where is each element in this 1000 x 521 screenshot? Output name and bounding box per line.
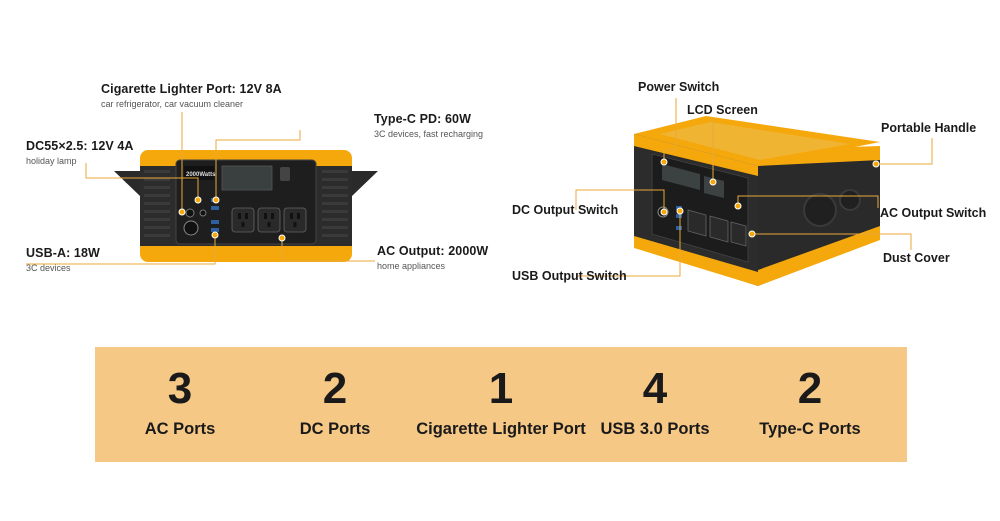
- callout-title: DC55×2.5: 12V 4A: [26, 139, 134, 153]
- stat-cigarette-lighter-port: 1 Cigarette Lighter Port: [416, 347, 586, 439]
- stat-dc-ports: 2 DC Ports: [250, 347, 420, 439]
- callout-subtitle: home appliances: [377, 261, 446, 271]
- stat-ac-ports: 3 AC Ports: [95, 347, 265, 439]
- cigarette-lighter-callout: Cigarette Lighter Port: 12V 8A car refri…: [101, 82, 282, 109]
- power-switch-label: Power Switch: [638, 80, 720, 94]
- dc-output-switch-label: DC Output Switch: [512, 203, 619, 217]
- lcd-screen-label: LCD Screen: [687, 103, 758, 117]
- callout-subtitle: 3C devices: [26, 263, 71, 273]
- stat-number: 2: [322, 364, 348, 413]
- device-brand-text: 2000Watts: [186, 172, 216, 178]
- stat-number: 1: [488, 364, 514, 413]
- stat-caption: Cigarette Lighter Port: [416, 420, 586, 438]
- ac-output-switch-label: AC Output Switch: [880, 206, 987, 220]
- usb-output-switch-label: USB Output Switch: [512, 269, 627, 283]
- right-callout-dots: [660, 158, 880, 238]
- right-leader-lines: [575, 98, 933, 277]
- callout-subtitle: car refrigerator, car vacuum cleaner: [101, 99, 244, 109]
- power-station-angled-view: [634, 116, 880, 286]
- callout-title: AC Output: 2000W: [377, 244, 489, 258]
- callout-subtitle: 3C devices, fast recharging: [374, 129, 484, 139]
- dust-cover-label: Dust Cover: [883, 251, 950, 265]
- stat-typec-ports: 2 Type-C Ports: [725, 347, 895, 439]
- left-callout-dots: [178, 196, 286, 242]
- stat-usb-ports: 4 USB 3.0 Ports: [570, 347, 740, 439]
- power-station-front-view: 2000Watts: [114, 150, 378, 262]
- stat-number: 2: [797, 364, 823, 413]
- portable-handle-label: Portable Handle: [881, 121, 977, 135]
- callout-subtitle: holiday lamp: [26, 156, 77, 166]
- ac-output-callout: AC Output: 2000W home appliances: [377, 244, 488, 271]
- left-leader-lines: [26, 112, 375, 265]
- callout-title: USB-A: 18W: [26, 246, 100, 260]
- stat-caption: USB 3.0 Ports: [600, 420, 710, 438]
- stat-caption: Type-C Ports: [759, 420, 861, 438]
- stat-number: 4: [642, 364, 668, 413]
- stat-number: 3: [167, 364, 193, 413]
- callout-title: Cigarette Lighter Port: 12V 8A: [101, 82, 282, 96]
- dc-port-callout: DC55×2.5: 12V 4A holiday lamp: [26, 139, 134, 166]
- callout-title: Type-C PD: 60W: [374, 112, 472, 126]
- stat-caption: AC Ports: [144, 420, 216, 438]
- typec-callout: Type-C PD: 60W 3C devices, fast rechargi…: [374, 112, 483, 139]
- stat-caption: DC Ports: [299, 420, 371, 438]
- usba-callout: USB-A: 18W 3C devices: [26, 246, 100, 273]
- port-summary-band: 3 AC Ports 2 DC Ports 1 Cigarette Lighte…: [95, 347, 907, 462]
